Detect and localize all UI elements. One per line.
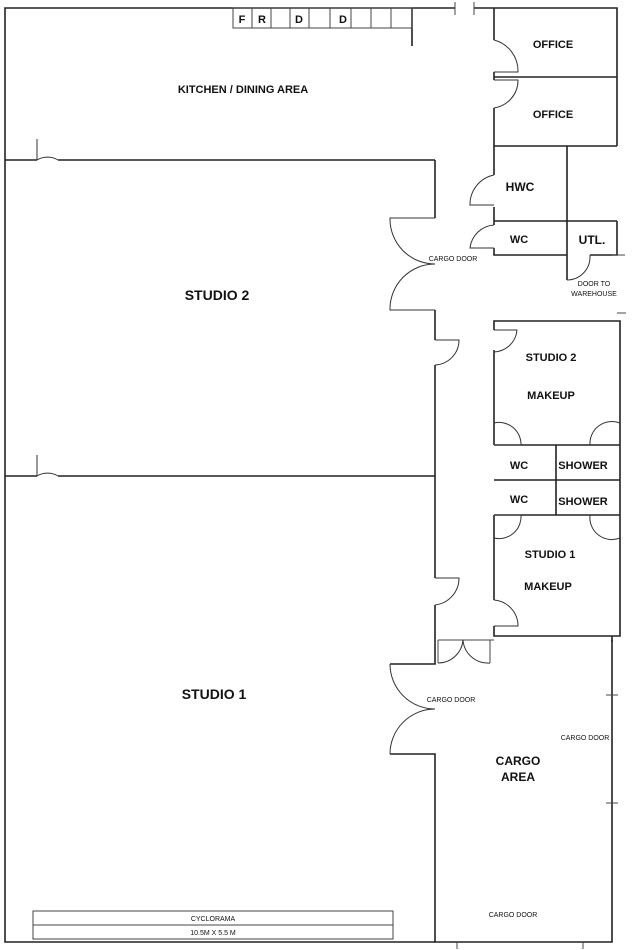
room-utl: UTL. xyxy=(579,233,606,247)
door-swings xyxy=(36,39,621,755)
appliance-label: R xyxy=(258,14,266,26)
appliance-label: D xyxy=(295,14,303,26)
room-studio1-makeup: MAKEUP xyxy=(524,581,572,593)
room-hwc: HWC xyxy=(506,180,535,194)
room-wc-1: WC xyxy=(510,460,528,472)
cargo-door-label: CARGO DOOR xyxy=(489,912,538,919)
appliance-label: D xyxy=(339,14,347,26)
room-studio2-makeup: STUDIO 2 xyxy=(526,352,577,364)
walls xyxy=(4,2,626,949)
cyclorama-title: CYCLORAMA xyxy=(191,916,236,923)
room-studio2-makeup: MAKEUP xyxy=(527,390,575,402)
warehouse-door-label: DOOR TO xyxy=(578,281,611,288)
room-shower-2: SHOWER xyxy=(558,496,608,508)
room-studio-2: STUDIO 2 xyxy=(185,287,250,303)
cyclorama: CYCLORAMA 10.5M X 5.5 M xyxy=(32,910,394,940)
appliance-label: F xyxy=(239,14,246,26)
room-shower-1: SHOWER xyxy=(558,460,608,472)
appliance-strip: F R D D xyxy=(232,7,413,29)
room-office-2: OFFICE xyxy=(533,109,573,121)
room-office-1: OFFICE xyxy=(533,39,573,51)
room-kitchen: KITCHEN / DINING AREA xyxy=(178,84,308,96)
room-labels: KITCHEN / DINING AREA OFFICE OFFICE HWC … xyxy=(178,39,608,784)
cargo-door-label: CARGO DOOR xyxy=(561,735,610,742)
warehouse-door-label: WAREHOUSE xyxy=(571,291,617,298)
cyclorama-size: 10.5M X 5.5 M xyxy=(190,930,236,937)
door-labels: CARGO DOOR DOOR TO WAREHOUSE CARGO DOOR … xyxy=(427,256,617,919)
cargo-door-label: CARGO DOOR xyxy=(427,697,476,704)
room-cargo: CARGO xyxy=(496,754,541,768)
room-studio-1: STUDIO 1 xyxy=(182,686,247,702)
room-studio1-makeup: STUDIO 1 xyxy=(525,549,576,561)
room-wc: WC xyxy=(510,234,528,246)
room-cargo: AREA xyxy=(501,770,535,784)
room-wc-2: WC xyxy=(510,494,528,506)
cargo-door-label: CARGO DOOR xyxy=(429,256,478,263)
